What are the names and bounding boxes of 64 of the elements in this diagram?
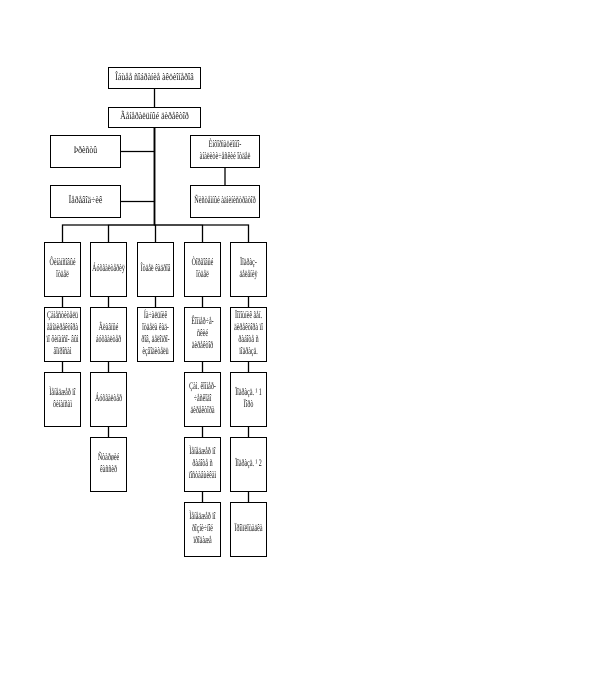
connector-line xyxy=(202,362,204,372)
box-label: Èíôîðìàöèîííî- àíàëèòè÷åñêèé îòäåë xyxy=(198,139,252,163)
box-label: Ìåíåäæåð ïî ðîçíè÷íîé ïðîäàæå xyxy=(188,511,217,547)
org-box xyxy=(184,437,221,492)
org-box xyxy=(184,372,221,427)
connector-line xyxy=(248,297,250,307)
box-label: Çàìåñòèòåëü ãåíäèðåêòîðà ïî ôèíàíñî- âûì âîïðîñàì xyxy=(46,310,78,358)
box-label: Ïîäðàçä. ¹ 2 xyxy=(234,458,262,470)
box-label: Áóõãàëòåð xyxy=(94,393,122,405)
org-box xyxy=(230,242,267,297)
connector-line xyxy=(248,427,250,437)
connector-line xyxy=(202,492,204,502)
box-label: Ãëàâíûé áóõãàëòåð xyxy=(94,322,122,346)
box-label: Ïåðåâîä÷èê xyxy=(68,195,102,207)
box-label: Ìåíåäæåð ïî ðàáîòå ñ ïîñòàâùèêàì xyxy=(187,446,217,482)
org-box xyxy=(50,185,121,218)
box-label: Çàì. êîììåð- ÷åñêîãî äèðåêòîðà xyxy=(188,381,217,417)
box-label: Ìåíåäæåð ïî ôèíàíñàì xyxy=(48,387,77,411)
box-label: Ñòàðøèé êàññèð xyxy=(96,452,120,476)
box-label: Ïîìîùíèê ãåí. äèðåêòîðà ïî ðàáîòå ñ ïîäðàçä. xyxy=(232,310,264,358)
box-label: Ñèñòåìíûé àäìèíèñòðàòîð xyxy=(194,195,256,207)
box-label: Îáùåå ñîáðàíèå àêöèîíåðîâ xyxy=(114,72,194,84)
box-label: Ôèíàíñîâûé îòäåë xyxy=(48,257,76,281)
box-label: Îòäåë êàäðîâ xyxy=(140,263,170,275)
connector-line xyxy=(108,297,110,307)
org-box xyxy=(90,242,127,297)
org-box xyxy=(184,307,221,362)
connector-line xyxy=(224,168,226,185)
org-box xyxy=(184,502,221,557)
org-box xyxy=(44,372,81,427)
box-label: Ïîäðàçä. ¹ 1 Ïîðò xyxy=(234,387,262,411)
org-box xyxy=(90,307,127,362)
org-box xyxy=(190,185,260,218)
org-box xyxy=(190,135,260,168)
connector-line xyxy=(248,362,250,372)
connector-line xyxy=(202,297,204,307)
org-box xyxy=(137,242,174,297)
org-box xyxy=(50,135,121,168)
org-box xyxy=(44,242,81,297)
org-box xyxy=(108,67,201,89)
box-label: Òîðãîâûé îòäåë xyxy=(190,257,214,281)
org-box xyxy=(90,372,127,427)
box-label: Íà÷àëüíèê îòäåëà êàä- ðîâ, äåëîïðî- èçâîäèòåëü xyxy=(140,310,170,358)
org-box xyxy=(230,372,267,427)
connector-line xyxy=(202,427,204,437)
box-label: Ïðîìïëîùàäêà xyxy=(234,523,262,535)
box-label: Áóõãàëòåðèÿ xyxy=(92,263,124,275)
connector-line xyxy=(154,128,250,242)
box-label: Þðèñòû xyxy=(73,145,97,157)
connector-line xyxy=(62,362,64,372)
org-box xyxy=(184,242,221,297)
org-box xyxy=(230,502,267,557)
connector-line xyxy=(248,492,250,502)
connector-line xyxy=(154,89,156,107)
org-box xyxy=(230,437,267,492)
box-label: Ãåíåðàëüíûé äèðåêòîð xyxy=(120,111,188,123)
box-label: Êîììåð÷å- ñêèé äèðåêòîð xyxy=(190,316,214,352)
connector-line xyxy=(154,297,156,307)
connector-line xyxy=(108,362,110,372)
org-box xyxy=(90,437,127,492)
box-label: Ïîäðàç- äåëåíèÿ xyxy=(238,257,258,281)
org-box xyxy=(108,107,201,128)
connector-line xyxy=(62,297,64,307)
connector-line xyxy=(108,427,110,437)
